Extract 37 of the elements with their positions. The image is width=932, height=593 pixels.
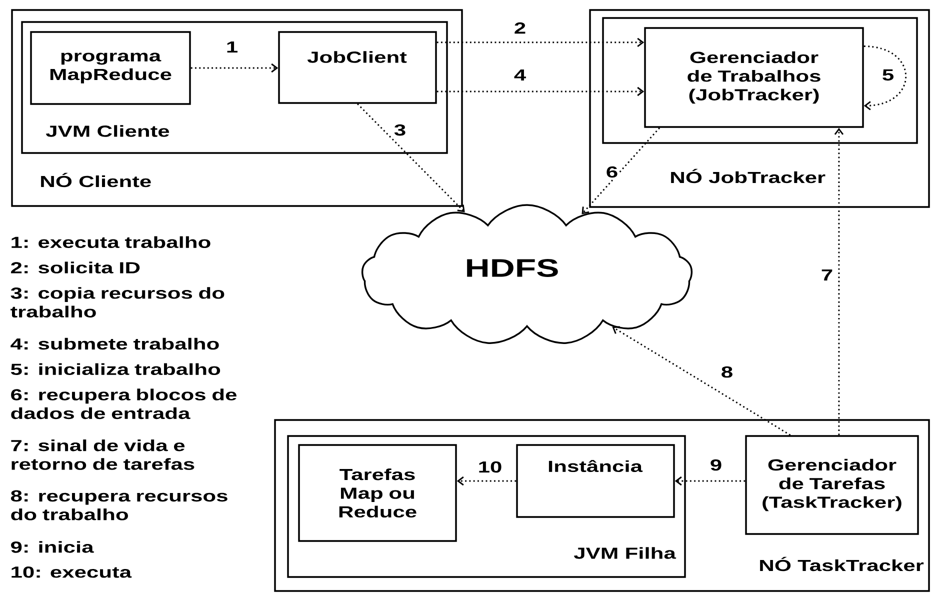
arrow bbox=[436, 38, 644, 47]
edge-label: 1 bbox=[224, 40, 240, 54]
arrow bbox=[456, 476, 516, 486]
edge-label: 9 bbox=[708, 458, 724, 472]
edge-label: 5 bbox=[880, 68, 896, 82]
arrow bbox=[356, 103, 465, 212]
edge-label: 3 bbox=[392, 123, 408, 137]
arrow bbox=[436, 86, 644, 96]
arrow bbox=[674, 476, 746, 486]
legend-note: 7: sinal de vida e retorno de tarefas bbox=[11, 439, 194, 470]
edge-label: 7 bbox=[820, 268, 834, 282]
process-box: JobClient bbox=[278, 31, 437, 104]
process-box: programa MapReduce bbox=[30, 31, 191, 105]
legend-note: 10: executa bbox=[12, 566, 132, 578]
legend-note: 2: solicita ID bbox=[11, 262, 140, 274]
arrow bbox=[190, 63, 278, 73]
legend-note: 3: copia recursos do trabalho bbox=[10, 287, 224, 318]
edge-label: 6 bbox=[604, 165, 620, 179]
legend-note: 1: executa trabalho bbox=[12, 236, 210, 248]
arrow bbox=[834, 128, 844, 436]
edge-label: 2 bbox=[512, 21, 528, 35]
storage-cloud: HDFS bbox=[361, 204, 693, 344]
arrow bbox=[582, 127, 660, 214]
legend-note: 4: submete trabalho bbox=[10, 338, 219, 350]
legend-note: 6: recupera blocos de dados de entrada bbox=[11, 388, 236, 420]
process-box: Gerenciador de Tarefas (TaskTracker) bbox=[745, 435, 919, 535]
process-box: Instância bbox=[516, 444, 675, 518]
edge-label: 4 bbox=[512, 68, 528, 82]
process-box: Tarefas Map ou Reduce bbox=[298, 444, 457, 542]
arrow bbox=[612, 326, 791, 436]
legend-note: 9: inicia bbox=[11, 541, 94, 553]
process-box: Gerenciador de Trabalhos (JobTracker) bbox=[644, 27, 864, 128]
edge-label: 10 bbox=[476, 460, 504, 474]
legend-note: 5: inicializa trabalho bbox=[10, 363, 220, 376]
legend-note: 8: recupera recursos do trabalho bbox=[10, 490, 228, 520]
arrow bbox=[864, 46, 907, 110]
edge-label: 8 bbox=[720, 365, 734, 379]
